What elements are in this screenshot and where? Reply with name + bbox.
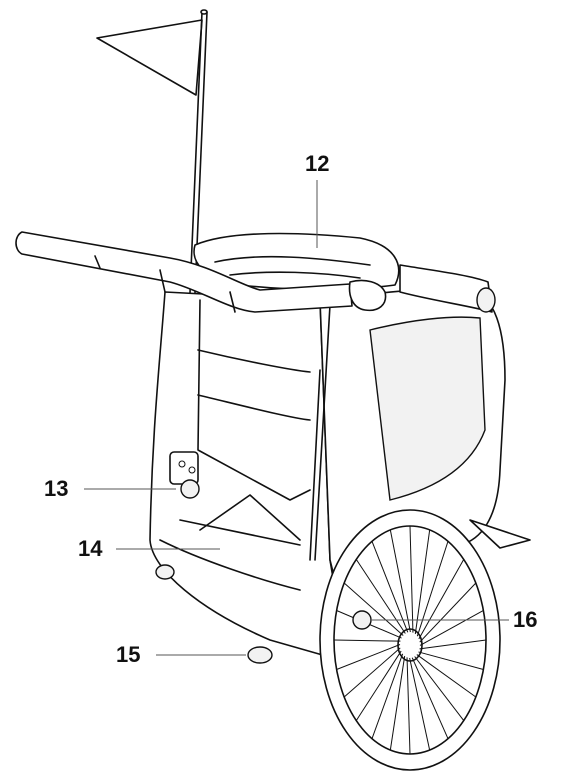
rolled-cover [193,232,496,313]
wheel-spoke [355,650,402,721]
wheel-spoke [416,654,477,698]
callout-14: 14 [78,536,103,561]
wheel-spoke [411,657,449,739]
callout-16: 16 [513,607,538,632]
wheel-spoke [371,653,404,739]
wheel-spoke [371,541,409,633]
wheel-spoke [333,639,401,642]
wheel-spoke [418,559,465,640]
wheel-spoke [419,582,477,643]
wheel-spoke [343,582,404,636]
callout-13: 13 [44,476,69,501]
front-feet [155,564,273,664]
wheel-spoke [389,655,406,751]
wheel-spoke [406,657,411,755]
trailer-body [149,287,531,661]
wheel-spoke [355,559,406,634]
wheel-spoke [409,657,431,751]
wheel-spoke [389,529,411,633]
wheel-spoke [419,639,487,650]
hitch-mount [169,451,200,499]
wheel-spoke [409,525,414,633]
rear-wheel [319,509,501,771]
wheel-spoke [418,651,484,670]
wheel-spoke [343,647,401,698]
wheel-spoke [414,529,431,635]
wheel-spoke [336,644,401,670]
wheel-spoke [419,610,484,646]
handlebar [15,231,387,313]
callout-12: 12 [305,151,330,176]
wheel-spoke [414,656,465,721]
callout-15: 15 [116,642,141,667]
